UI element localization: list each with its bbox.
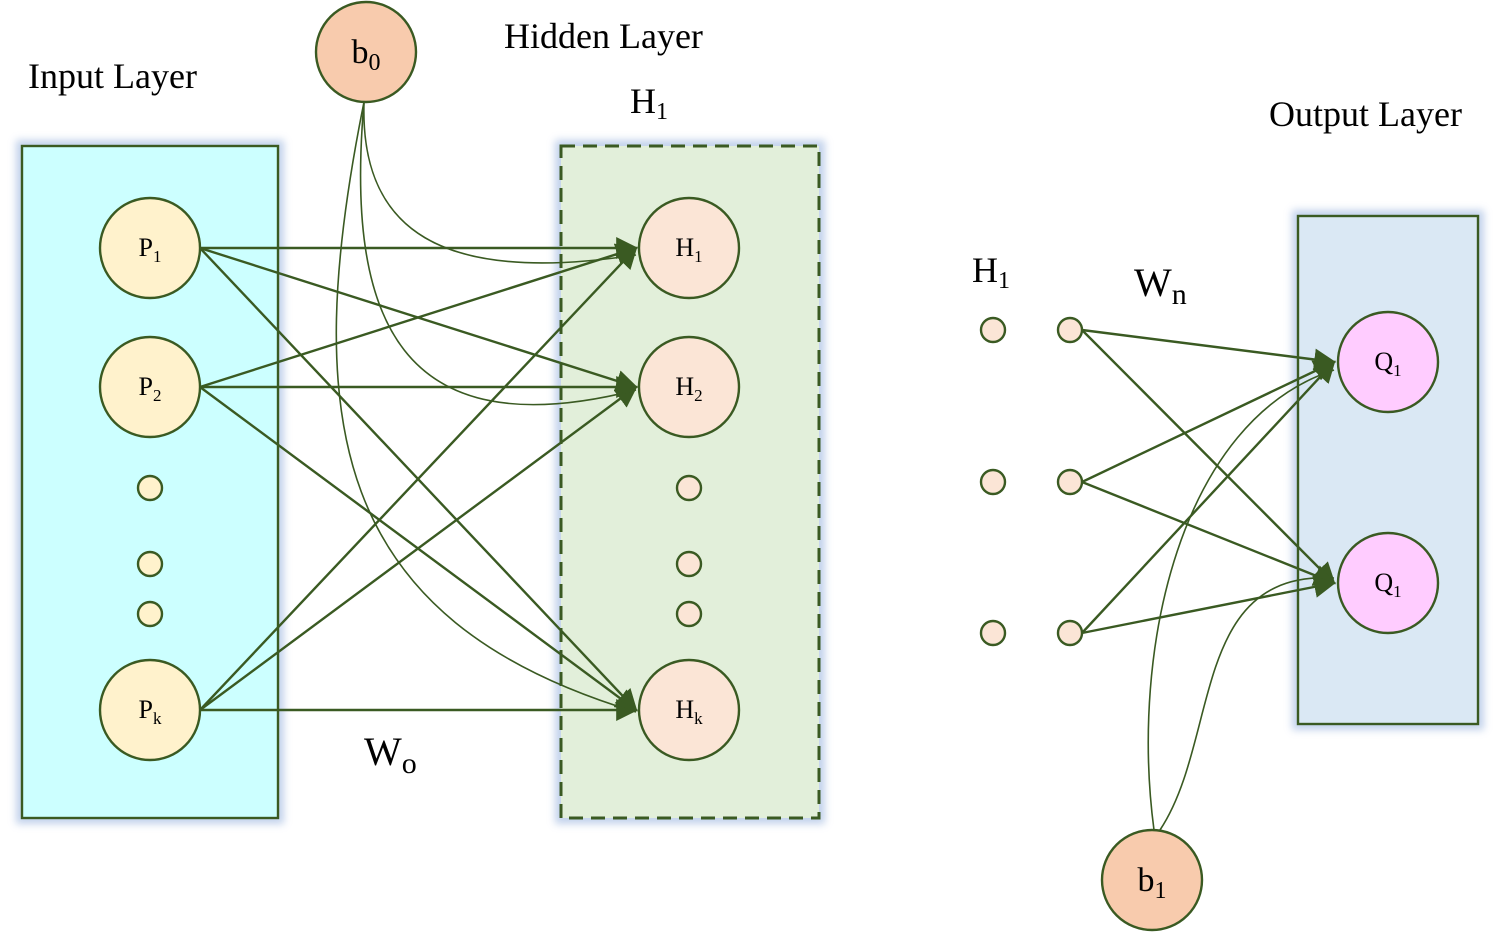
edge-b0-h2 xyxy=(359,101,637,406)
weight-wn-label: Wn xyxy=(1134,260,1187,311)
svg-text:H1: H1 xyxy=(675,233,702,266)
hidden-layer-sublabel: H1 xyxy=(630,81,668,125)
hidden-node-h2: H2 xyxy=(637,335,741,439)
output-node-q1-top: Q1 xyxy=(1336,310,1440,414)
edge-pk-h1 xyxy=(199,246,638,711)
svg-text:P2: P2 xyxy=(139,372,162,405)
edge-b0-hk xyxy=(335,101,637,713)
input-hidden-connections xyxy=(199,237,639,721)
output-layer-label: Output Layer xyxy=(1269,94,1462,134)
edge-b1-q2 xyxy=(1159,577,1335,831)
bias-node-b1: b1 xyxy=(1100,828,1204,932)
edge-pk-h2 xyxy=(199,385,638,711)
edge-r2-q2 xyxy=(1081,480,1337,586)
bias-node-b0: b0 xyxy=(314,0,418,104)
svg-text:H2: H2 xyxy=(675,372,702,405)
input-layer-label: Input Layer xyxy=(28,56,197,96)
svg-text:b1: b1 xyxy=(1138,862,1167,904)
output-node-q1-bottom: Q1 xyxy=(1336,531,1440,635)
hidden-output-connections xyxy=(1081,328,1337,635)
input-node-pk: Pk xyxy=(98,658,202,762)
bias-b1-connections xyxy=(1147,369,1335,831)
svg-text:Q1: Q1 xyxy=(1374,347,1401,380)
hidden-layer-label: Hidden Layer xyxy=(504,16,703,56)
edge-b0-h1 xyxy=(363,101,637,264)
svg-text:Hk: Hk xyxy=(675,695,703,728)
hidden-ellipsis-dots xyxy=(675,474,703,628)
weight-wo-label: Wo xyxy=(364,729,417,780)
edge-r2-q1 xyxy=(1081,360,1336,484)
edge-b1-q1 xyxy=(1147,369,1335,831)
hidden-node-hk: Hk xyxy=(637,658,741,762)
output-layer-box xyxy=(1292,210,1484,730)
svg-text:P1: P1 xyxy=(139,233,162,266)
input-node-p1: P1 xyxy=(98,196,202,300)
edge-r1-q2 xyxy=(1081,329,1336,585)
edge-r3-q2 xyxy=(1081,576,1337,635)
bias-b0-connections xyxy=(335,101,637,713)
input-ellipsis-dots xyxy=(136,474,164,628)
hidden-node-h1: H1 xyxy=(637,196,741,300)
edge-r3-q1 xyxy=(1081,360,1336,634)
right-hidden-label: H1 xyxy=(972,250,1010,294)
edge-p2-h1 xyxy=(199,243,639,389)
right-hidden-dots xyxy=(979,316,1084,647)
edge-r1-q1 xyxy=(1081,328,1337,371)
svg-text:Q1: Q1 xyxy=(1374,568,1401,601)
svg-text:Pk: Pk xyxy=(139,695,162,728)
svg-text:b0: b0 xyxy=(352,34,381,76)
input-node-p2: P2 xyxy=(98,335,202,439)
